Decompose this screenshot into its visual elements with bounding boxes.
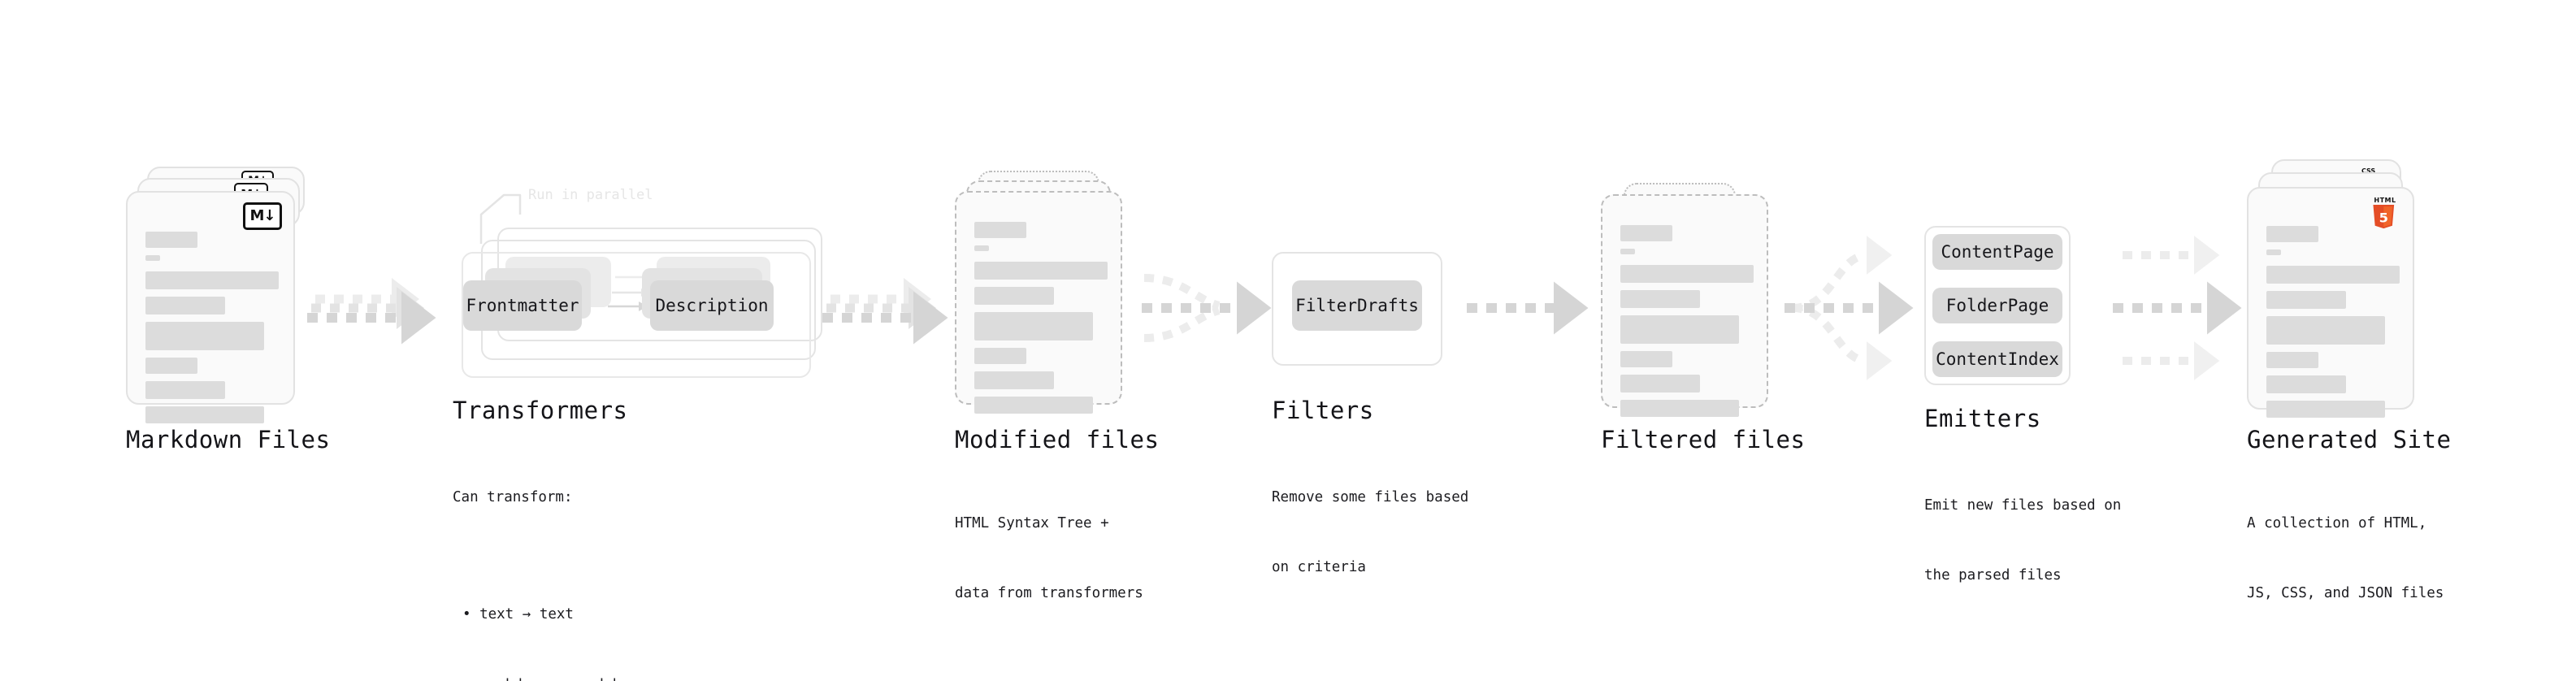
markdown-files-stack: M↓ M↓ M↓ (126, 167, 321, 423)
stage-title-markdown-files: Markdown Files (126, 426, 331, 453)
frontmatter-pill-label: Frontmatter (466, 296, 579, 315)
modified-files-stack (955, 171, 1150, 414)
filtered-files-stack (1601, 183, 1796, 427)
svg-text:5: 5 (2379, 210, 2388, 225)
run-in-parallel-label: Run in parallel (528, 187, 653, 203)
emitters-group (1924, 226, 2071, 385)
filtered-skeleton-lines (1620, 225, 1754, 424)
generated-site-subtitle: A collection of HTML, JS, CSS, and JSON … (2247, 465, 2444, 653)
generated-skeleton-lines (2266, 226, 2400, 425)
emitter-pill-contentpage[interactable]: ContentPage (1932, 234, 2062, 270)
emitter-contentpage-label: ContentPage (1941, 242, 2054, 262)
transformers-subtitle-heading: Can transform: (453, 488, 573, 505)
stage-title-generated-site: Generated Site (2247, 426, 2452, 453)
filterdrafts-pill-label: FilterDrafts (1295, 296, 1419, 315)
stage-title-filters: Filters (1272, 397, 1374, 424)
html5-badge: HTML 5 (2369, 197, 2401, 234)
transformers-group-front (462, 252, 811, 378)
modified-files-subtitle-line-1: data from transformers (955, 585, 1143, 602)
frontmatter-pill[interactable]: Frontmatter (463, 280, 582, 331)
generated-site-subtitle-line-0: A collection of HTML, (2247, 514, 2427, 531)
arrow-modified-to-filters (1142, 274, 1272, 342)
markdown-badge-front: M↓ (243, 202, 282, 230)
modified-files-subtitle: HTML Syntax Tree + data from transformer… (955, 465, 1143, 653)
arrow-emitters-to-site (2113, 236, 2242, 380)
arrow-markdown-to-transformers (307, 278, 436, 345)
transformers-bullet-1: • markdown → markdown (453, 674, 642, 681)
transformers-subtitle: Can transform: • text → text • markdown … (453, 439, 642, 681)
arrow-filters-to-filtered (1467, 281, 1589, 335)
filterdrafts-pill[interactable]: FilterDrafts (1292, 280, 1422, 331)
css3-badge-label: CSS (2361, 167, 2376, 175)
generated-site-stack: CSS HTML 5 (2247, 159, 2442, 418)
stage-title-transformers: Transformers (453, 397, 628, 424)
filters-subtitle: Remove some files based on criteria (1272, 439, 1468, 627)
arrow-transformers-to-modified (822, 278, 948, 345)
stage-title-filtered-files: Filtered files (1601, 426, 1806, 453)
generated-site-subtitle-line-1: JS, CSS, and JSON files (2247, 585, 2444, 602)
filters-subtitle-line-0: Remove some files based (1272, 488, 1469, 505)
description-pill-label: Description (655, 296, 769, 315)
markdown-skeleton-lines (145, 232, 279, 431)
emitters-subtitle-line-1: the parsed files (1924, 567, 2062, 584)
modified-file-card-front (955, 191, 1122, 414)
description-pill[interactable]: Description (650, 280, 774, 331)
emitter-pill-folderpage[interactable]: FolderPage (1932, 288, 2062, 323)
emitter-contentindex-label: ContentIndex (1936, 349, 2059, 369)
transformers-bullet-0: • text → text (462, 606, 574, 623)
modified-files-subtitle-line-0: HTML Syntax Tree + (955, 514, 1109, 531)
emitters-subtitle-line-0: Emit new files based on (1924, 497, 2122, 514)
filters-group (1272, 252, 1442, 366)
modified-skeleton-lines (974, 222, 1108, 421)
transformers-bullet-list: • text → text • markdown → markdown • ht… (453, 556, 642, 681)
markdown-file-card-front: M↓ (126, 191, 295, 423)
arrow-filtered-to-emitters (1785, 236, 1914, 380)
filters-subtitle-line-1: on criteria (1272, 559, 1366, 576)
emitter-folderpage-label: FolderPage (1945, 296, 2049, 315)
stage-title-emitters: Emitters (1924, 405, 2041, 432)
emitter-pill-contentindex[interactable]: ContentIndex (1932, 341, 2062, 377)
filtered-file-card-front (1601, 194, 1768, 417)
stage-title-modified-files: Modified files (955, 426, 1160, 453)
html5-badge-wordmark: HTML (2374, 197, 2396, 204)
generated-file-card-html: HTML 5 (2247, 187, 2414, 418)
emitters-subtitle: Emit new files based on the parsed files (1924, 447, 2121, 635)
